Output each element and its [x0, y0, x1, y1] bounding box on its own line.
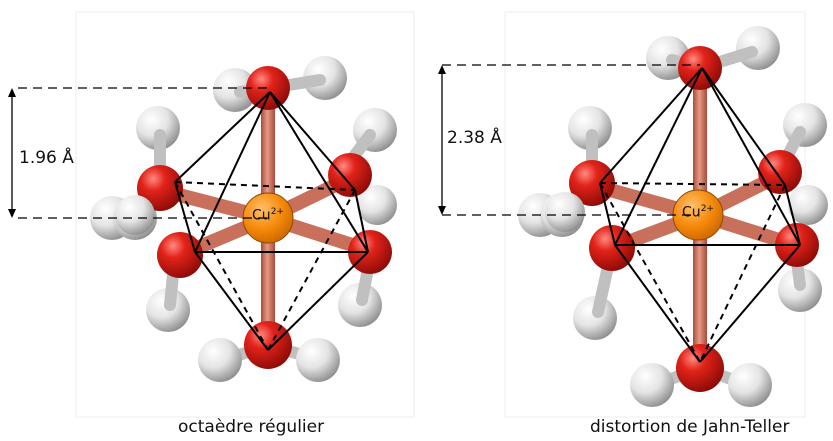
hydrogen-atom — [568, 106, 612, 150]
hydrogen-atom — [788, 185, 828, 225]
copper-ion-label-left: Cu2+ — [248, 208, 288, 223]
left-panel-frame — [75, 11, 415, 418]
oxygen-atom — [676, 344, 724, 392]
bond-length-dimension — [441, 64, 700, 216]
oxygen-atom — [137, 165, 183, 211]
hydrogen-atom — [296, 338, 340, 382]
hydrogen-atom — [136, 106, 180, 150]
ion-symbol: Cu — [682, 204, 701, 221]
caption-left: octaèdre régulier — [178, 417, 325, 437]
copper-ion-label-right: Cu2+ — [678, 205, 718, 220]
ion-symbol: Cu — [252, 207, 271, 224]
bond-length-label-left: 1.96 Å — [19, 148, 74, 168]
bond-length-dimension — [11, 87, 270, 219]
hydrogen-atom — [573, 296, 617, 340]
oxygen-atom — [678, 46, 722, 90]
oxygen-atom — [328, 153, 372, 197]
regular-octahedron-molecule — [8, 56, 397, 382]
bond-length-label-right: 2.38 Å — [447, 128, 502, 148]
caption-right: distortion de Jahn-Teller — [590, 417, 790, 437]
oxygen-atom — [157, 232, 203, 278]
octahedron-edges — [174, 91, 369, 351]
oxygen-atom — [246, 66, 290, 110]
hydrogen-atom — [736, 26, 780, 70]
hydrogen-atom — [198, 338, 242, 382]
hydrogen-atom — [630, 363, 674, 407]
hydrogen-atom — [357, 185, 397, 225]
hydrogen-atom — [728, 363, 772, 407]
ion-charge: 2+ — [270, 207, 284, 217]
hydrogen-atom — [115, 195, 155, 235]
oxygen-atom — [589, 225, 635, 271]
ion-charge: 2+ — [700, 204, 714, 214]
oxygen-atom — [348, 230, 392, 274]
jahn-teller-molecule — [438, 26, 828, 407]
hydrogen-atom — [545, 192, 585, 232]
